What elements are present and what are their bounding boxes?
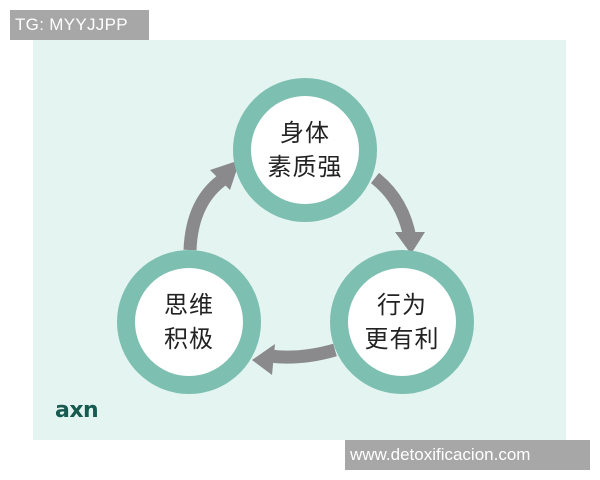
node-label-line2: 素质强 [267,153,343,181]
node-better-behavior: 行为 更有利 [330,250,474,394]
node-positive-thinking: 思维 积极 [117,250,261,394]
node-label-line1: 行为 [377,291,427,319]
node-physical-fitness: 身体 素质强 [233,78,377,222]
axn-logo: axn [55,398,99,423]
node-label-line2: 积极 [164,325,214,353]
node-label-line2: 更有利 [364,325,440,353]
node-label-line1: 思维 [164,291,214,319]
arrow-right-to-left-icon [252,343,337,375]
node-label-line1: 身体 [280,119,330,147]
watermark-top: TG: MYYJJPP [10,10,149,40]
arrow-left-to-top-icon [183,160,240,251]
watermark-bottom: www.detoxificacion.com [345,440,590,470]
arrow-top-to-right-icon [370,172,425,254]
